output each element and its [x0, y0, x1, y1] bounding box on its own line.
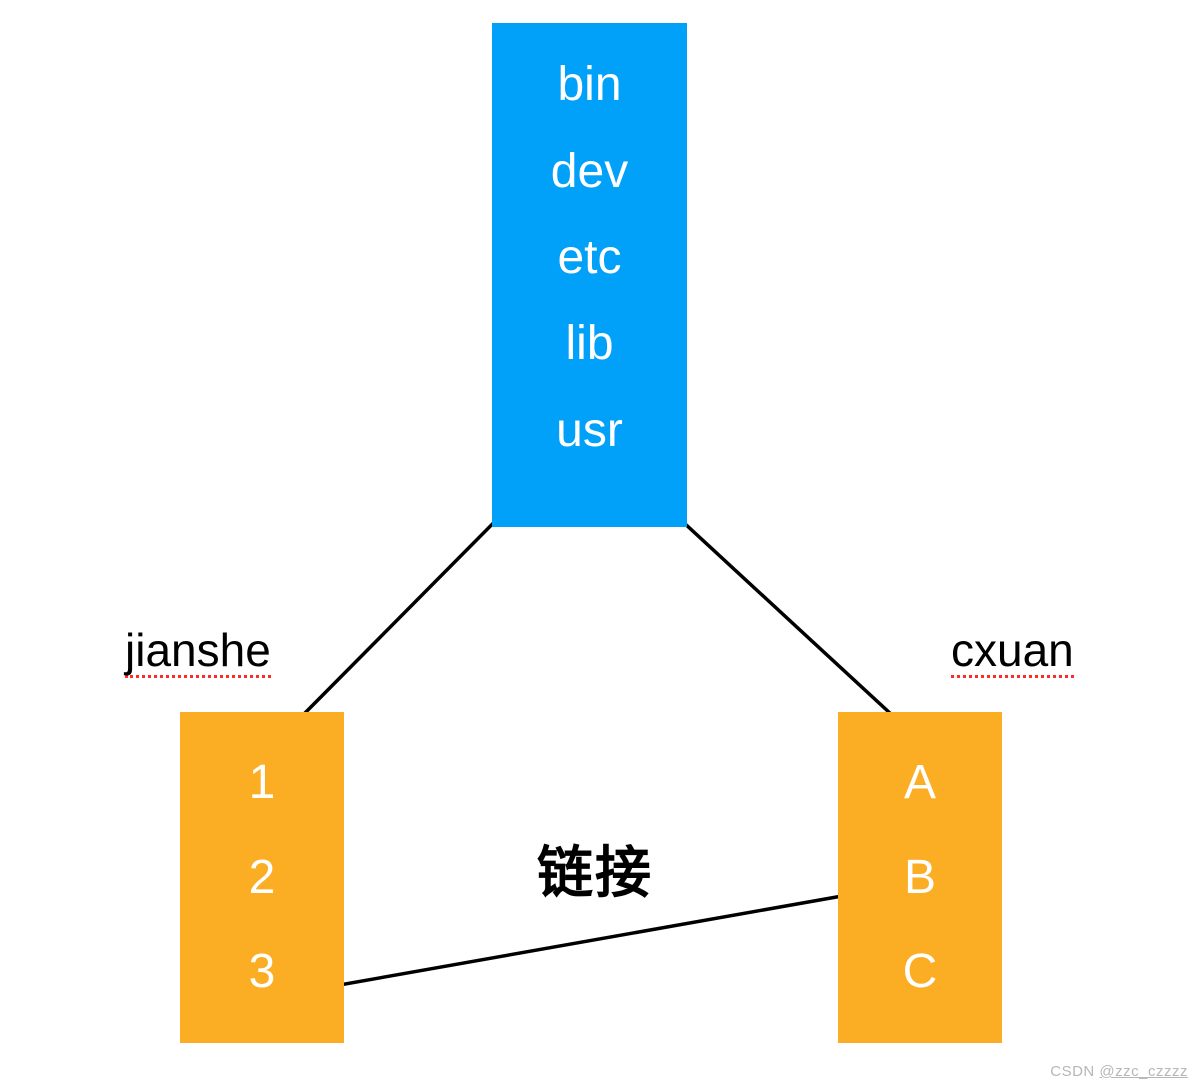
- link-label: 链接: [537, 841, 653, 904]
- root-dir-etc: etc: [557, 230, 622, 284]
- watermark-handle: @zzc_czzzz: [1099, 1063, 1188, 1080]
- watermark: CSDN @zzc_czzzz: [1050, 1063, 1188, 1080]
- root-directory-box: bin dev etc lib usr: [492, 23, 687, 527]
- cxuan-item-C: C: [902, 945, 938, 999]
- cxuan-item-A: A: [903, 755, 936, 809]
- root-dir-bin: bin: [557, 58, 622, 112]
- jianshe-item-1: 1: [248, 755, 276, 809]
- cxuan-item-B: B: [903, 850, 936, 904]
- jianshe-item-3: 3: [248, 945, 276, 999]
- jianshe-item-2: 2: [248, 850, 276, 904]
- link-arrow-3-to-B: [281, 885, 878, 997]
- root-dir-usr: usr: [556, 403, 623, 457]
- root-dir-dev: dev: [550, 144, 629, 198]
- root-dir-lib: lib: [565, 317, 614, 371]
- cxuan-directory-box: A B C: [838, 712, 1002, 1043]
- jianshe-directory-box: 1 2 3: [180, 712, 344, 1043]
- watermark-prefix: CSDN: [1050, 1063, 1100, 1080]
- right-box-label: cxuan: [951, 626, 1074, 679]
- left-box-label: jianshe: [125, 626, 271, 679]
